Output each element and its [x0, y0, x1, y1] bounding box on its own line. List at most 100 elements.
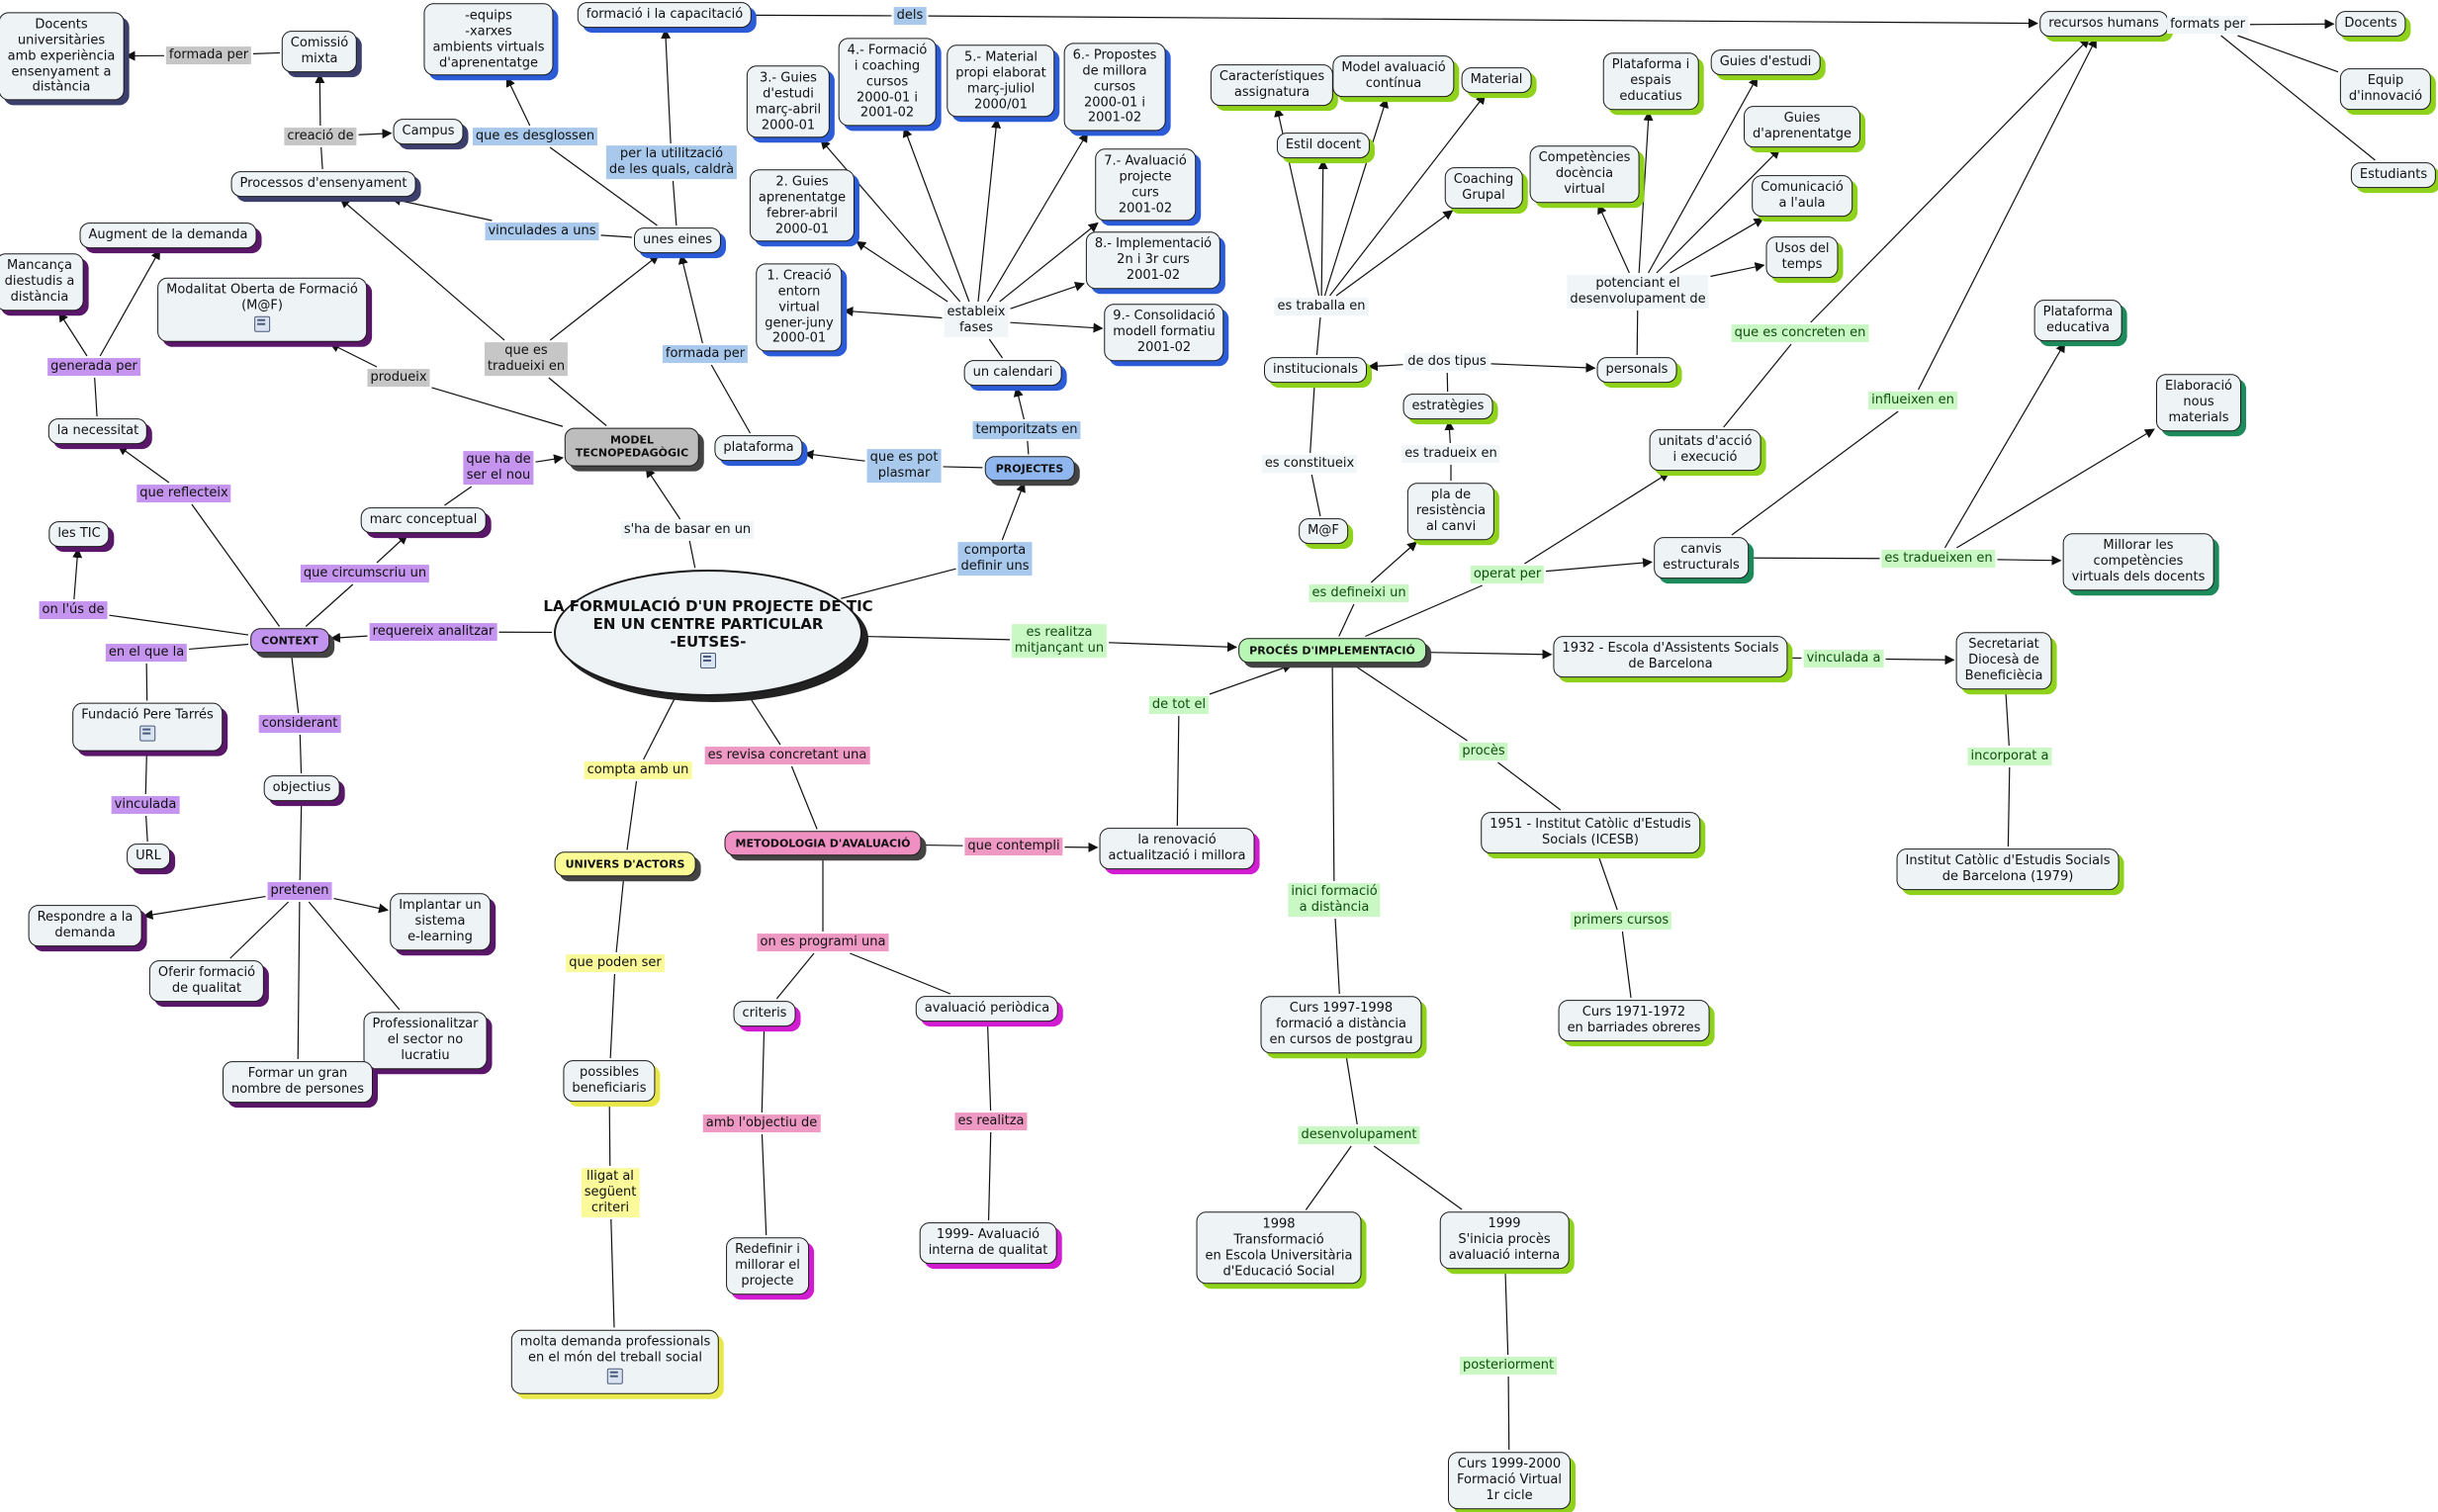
node-processos[interactable]: Processos d'ensenyament [230, 171, 416, 197]
node-context[interactable]: CONTEXT [250, 628, 329, 654]
node-projectes[interactable]: PROJECTES [984, 456, 1075, 482]
node-estudiants[interactable]: Estudiants [2350, 162, 2437, 188]
node-text: 8.- Implementació 2n i 3r curs 2001-02 [1094, 236, 1213, 283]
node-formacio[interactable]: formació i la capacitació [577, 2, 753, 28]
node-p4[interactable]: 4.- Formació i coaching cursos 2000-01 i… [838, 38, 937, 127]
node-p2[interactable]: 2. Guies aprenentatge febrer-abril 2000-… [749, 169, 856, 242]
node-univers[interactable]: UNIVERS D'ACTORS [554, 851, 696, 877]
node-aval1999[interactable]: 1999- Avaluació interna de qualitat [919, 1222, 1057, 1264]
connector-l-mitjancant-to-proces [1108, 642, 1237, 653]
node-formar[interactable]: Formar un gran nombre de persones [222, 1061, 374, 1103]
link-label-tradueix-en: es tradueix en [1401, 445, 1500, 463]
attachment-icon[interactable] [700, 653, 716, 669]
node-escola1932[interactable]: 1932 - Escola d'Assistents Socials de Ba… [1553, 636, 1788, 677]
node-n1998[interactable]: 1998 Transformació en Escola Universitàr… [1196, 1211, 1362, 1285]
connector-l-pretenen-to-implantar [333, 897, 389, 914]
node-mancanca[interactable]: Mancança diestudis a distància [0, 253, 84, 311]
link-label-basar: s'ha de basar en un [620, 521, 755, 539]
node-recursos[interactable]: recursos humans [2039, 11, 2168, 37]
node-p5[interactable]: 5.- Material propi elaborat març-juliol … [947, 44, 1055, 118]
node-plat-espais[interactable]: Plataforma i espais educatius [1602, 52, 1699, 110]
node-p6[interactable]: 6.- Propostes de millora cursos 2000-01 … [1063, 43, 1166, 132]
node-competencies[interactable]: Competències docència virtual [1529, 145, 1640, 203]
node-text: CONTEXT [261, 634, 318, 648]
node-comunicacio[interactable]: Comunicació a l'aula [1752, 175, 1852, 217]
node-institut1979[interactable]: Institut Catòlic d'Estudis Socials de Ba… [1896, 848, 2120, 890]
node-p1[interactable]: 1. Creació entorn virtual gener-juny 200… [756, 263, 843, 352]
node-unes-eines[interactable]: unes eines [633, 227, 722, 253]
node-maf[interactable]: M@F [1299, 518, 1348, 544]
node-p9[interactable]: 9.- Consolidació modell formatiu 2001-02 [1104, 304, 1224, 361]
node-text: Processos d'ensenyament [239, 176, 407, 192]
node-comissio[interactable]: Comissió mixta [281, 31, 358, 72]
attachment-icon[interactable] [254, 315, 270, 332]
node-model-aval[interactable]: Model avaluació contínua [1332, 55, 1455, 97]
node-curs7172[interactable]: Curs 1971-1972 en barriades obreres [1558, 1000, 1710, 1041]
node-estrategies[interactable]: estratègies [1402, 394, 1493, 419]
node-plataforma[interactable]: plataforma [714, 435, 803, 461]
node-guies-estudi[interactable]: Guies d'estudi [1710, 49, 1821, 75]
node-equips[interactable]: -equips -xarxes ambients virtuals d'apre… [423, 3, 554, 76]
node-objectius[interactable]: objectius [263, 775, 340, 801]
node-caract[interactable]: Característiques assignatura [1210, 64, 1334, 106]
node-curs9900[interactable]: Curs 1999-2000 Formació Virtual 1r cicle [1447, 1452, 1572, 1509]
node-metod[interactable]: METODOLOGIA D'AVALUACIÓ [724, 831, 922, 856]
node-molta[interactable]: molta demanda professionals en el món de… [510, 1329, 720, 1394]
attachment-icon[interactable] [138, 725, 155, 742]
node-marc[interactable]: marc conceptual [360, 507, 487, 533]
node-proces[interactable]: PROCÉS D'IMPLEMENTACIÓ [1238, 638, 1426, 664]
node-text: M@F [1308, 523, 1339, 539]
node-aval-periodica[interactable]: avaluació periòdica [915, 996, 1059, 1022]
node-redefinir[interactable]: Redefinir i millorar el projecte [726, 1237, 809, 1294]
node-text: Competències docència virtual [1538, 150, 1631, 197]
connector-l-pretenen-to-formar [297, 901, 301, 1060]
node-elaboracio[interactable]: Elaboració nous materials [2155, 374, 2242, 431]
node-canvis[interactable]: canvis estructurals [1654, 537, 1749, 578]
node-renovacio[interactable]: la renovació actualització i millora [1099, 828, 1255, 869]
node-institucionals[interactable]: institucionals [1264, 357, 1367, 383]
node-text: 5.- Material propi elaborat març-juliol … [955, 49, 1046, 112]
node-curs9798[interactable]: Curs 1997-1998 formació a distància en c… [1260, 996, 1422, 1053]
node-campus[interactable]: Campus [393, 119, 464, 144]
node-docents-univ[interactable]: Docents universitàries amb experiència e… [0, 12, 125, 101]
node-respondre[interactable]: Respondre a la demanda [28, 905, 142, 946]
connector-main-to-l-compta [643, 696, 677, 760]
node-augment[interactable]: Augment de la demanda [79, 222, 257, 248]
node-equip[interactable]: Equip d'innovació [2339, 68, 2432, 110]
attachment-icon[interactable] [607, 1368, 623, 1384]
node-oferir[interactable]: Oferir formació de qualitat [148, 960, 265, 1002]
link-label-contempli: que contempli [964, 838, 1063, 855]
node-material[interactable]: Material [1461, 67, 1532, 93]
node-plat-educ[interactable]: Plataforma educativa [2033, 300, 2122, 341]
node-millorar[interactable]: Millorar les competències virtuals dels … [2062, 533, 2214, 590]
node-necessitat[interactable]: la necessitat [47, 418, 148, 444]
node-mof[interactable]: Modalitat Oberta de Formació (M@F) [157, 277, 367, 342]
node-possibles[interactable]: possibles beneficiaris [563, 1060, 656, 1102]
node-calendari[interactable]: un calendari [963, 360, 1062, 386]
node-icesb[interactable]: 1951 - Institut Catòlic d'Estudis Social… [1481, 812, 1700, 853]
node-p8[interactable]: 8.- Implementació 2n i 3r curs 2001-02 [1085, 231, 1221, 289]
node-criteris[interactable]: criteris [733, 1001, 796, 1026]
node-estil[interactable]: Estil docent [1276, 133, 1371, 158]
node-model[interactable]: MODEL TECNOPEDAGÒGIC [564, 427, 700, 467]
node-url[interactable]: URL [127, 844, 170, 869]
node-implantar[interactable]: Implantar un sistema e-learning [390, 893, 491, 950]
connector-unes-eines-to-l-vinculades [600, 234, 633, 238]
node-coaching[interactable]: Coaching Grupal [1444, 167, 1523, 209]
node-unitats[interactable]: unitats d'acció i execució [1649, 429, 1761, 471]
node-pere[interactable]: Fundació Pere Tarrés [72, 702, 223, 752]
node-usos[interactable]: Usos del temps [1765, 236, 1839, 278]
node-p7[interactable]: 7.- Avaluació projecte curs 2001-02 [1095, 148, 1196, 222]
node-guies-apren[interactable]: Guies d'aprenentatge [1744, 106, 1860, 147]
node-tic[interactable]: les TIC [48, 521, 110, 547]
node-docents[interactable]: Docents [2335, 11, 2406, 37]
node-p3[interactable]: 3.- Guies d'estudi març-abril 2000-01 [746, 65, 831, 138]
node-main[interactable]: LA FORMULACIÓ D'UN PROJECTE DE TIC EN UN… [543, 570, 873, 696]
connector-l-potenciant-to-guies-estudi [1648, 76, 1759, 274]
node-n1999[interactable]: 1999 S'inicia procès avaluació interna [1439, 1211, 1570, 1269]
node-profess[interactable]: Professionalitzar el sector no lucratiu [363, 1012, 488, 1069]
node-secretariat[interactable]: Secretariat Diocesà de Beneficiècia [1955, 632, 2052, 689]
connector-context-to-l-us [109, 614, 249, 636]
node-personals[interactable]: personals [1596, 357, 1677, 383]
node-pla[interactable]: pla de resistència al canvi [1406, 483, 1495, 540]
